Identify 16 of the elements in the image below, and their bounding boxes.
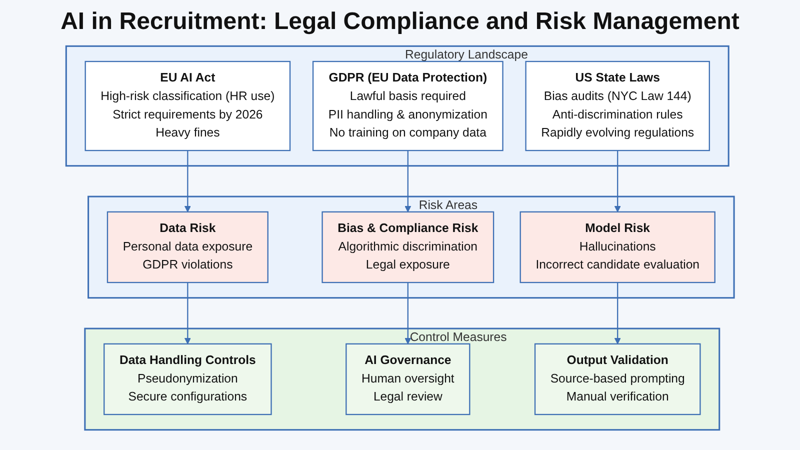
arrow	[184, 282, 191, 344]
arrow	[404, 150, 412, 212]
node-box: Data Risk Personal data exposure GDPR violations	[106, 211, 268, 284]
arrow	[404, 282, 412, 344]
node-box: AI Governance Human oversight Legal review	[345, 343, 470, 416]
arrow	[184, 150, 191, 212]
node-box: Output Validation Source-based prompting Manual verification	[534, 343, 701, 416]
diagram-title: AI in Recruitment: Legal Compliance and Risk Management	[60, 7, 740, 37]
node-box: US State Laws Bias audits (NYC Law 144) Anti-discrimination rules Rapidly evolving regulations	[525, 60, 710, 152]
arrow	[614, 282, 621, 344]
arrow	[614, 150, 621, 212]
node-box: Model Risk Hallucinations Incorrect candidate evaluation	[520, 211, 716, 284]
node-box: GDPR (EU Data Protection) Lawful basis required PII handling & anonymization No training on company data	[312, 60, 504, 152]
node-box: Data Handling Controls Pseudonymization Secure configurations	[103, 343, 272, 416]
node-box: EU AI Act High-risk classification (HR use) Strict requirements by 2026 Heavy fines	[84, 60, 290, 152]
node-box: Bias & Compliance Risk Algorithmic discrimination Legal exposure	[322, 211, 494, 284]
